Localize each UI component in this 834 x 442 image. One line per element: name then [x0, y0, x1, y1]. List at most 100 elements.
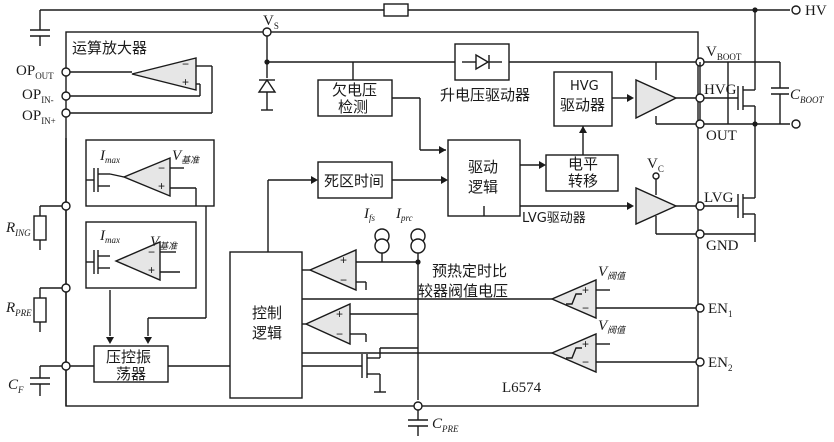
ring-pin: RING — [5, 201, 71, 250]
rpre-pin: RPRE — [5, 283, 71, 332]
boot-capacitor: CBOOT — [728, 61, 825, 124]
low-side-mosfet — [704, 124, 756, 242]
svg-text:欠电压: 欠电压 — [332, 81, 377, 99]
vs-pin — [262, 27, 272, 37]
svg-text:CF: CF — [8, 377, 24, 395]
svg-text:−: − — [340, 273, 347, 287]
svg-text:Iprc: Iprc — [395, 206, 413, 223]
cf-pin: CF — [8, 361, 94, 396]
vco-inputs — [106, 206, 207, 344]
svg-text:逻辑: 逻辑 — [468, 178, 498, 196]
svg-text:OPIN+: OPIN+ — [22, 108, 56, 126]
lvg-driver: VC LVG驱动器 — [483, 156, 696, 234]
svg-text:OUT: OUT — [706, 128, 737, 144]
svg-text:荡器: 荡器 — [116, 365, 146, 383]
svg-text:−: − — [582, 355, 589, 369]
svg-text:VBOOT: VBOOT — [706, 44, 742, 62]
en2-comparator: + − V阀值 — [302, 318, 696, 374]
cpre-pin: CPRE — [408, 401, 459, 436]
svg-text:Imax: Imax — [99, 228, 120, 245]
svg-text:EN1: EN1 — [708, 301, 733, 319]
svg-text:V基准: V基准 — [172, 148, 200, 166]
svg-text:HVG: HVG — [704, 82, 737, 98]
control-logic-block: 控制 逻辑 — [229, 251, 303, 399]
op-amp-title: 运算放大器 — [72, 39, 147, 57]
gnd-pin: GND — [656, 229, 755, 254]
svg-text:+: + — [148, 263, 155, 277]
svg-text:−: − — [148, 245, 155, 259]
svg-text:RING: RING — [5, 220, 31, 238]
svg-text:EN2: EN2 — [708, 355, 733, 373]
svg-text:V阀值: V阀值 — [598, 318, 627, 336]
vs-zener-diode — [257, 78, 277, 93]
svg-text:驱动器: 驱动器 — [560, 96, 605, 114]
rpre-resistor — [33, 297, 47, 323]
svg-text:−: − — [336, 327, 343, 341]
svg-text:V基准: V基准 — [150, 234, 178, 252]
boost-diode-box: 升电压驱动器 — [440, 43, 530, 104]
drive-logic-block: 驱动 逻辑 — [447, 139, 521, 217]
vco-block: 压控振 荡器 — [93, 345, 230, 383]
svg-text:+: + — [336, 307, 343, 321]
svg-text:Imax: Imax — [99, 148, 120, 165]
svg-text:压控振: 压控振 — [106, 348, 151, 366]
svg-text:逻辑: 逻辑 — [252, 324, 282, 342]
op-in-plus-pin: OPIN+ — [22, 108, 71, 126]
out-terminal — [791, 119, 801, 129]
svg-text:检测: 检测 — [338, 98, 368, 116]
preheat-label-line2: 较器阀值电压 — [418, 282, 508, 300]
svg-text:OPOUT: OPOUT — [16, 63, 54, 81]
svg-text:CBOOT: CBOOT — [790, 87, 825, 105]
hv-terminal — [791, 5, 801, 15]
svg-text:电平: 电平 — [568, 155, 598, 173]
svg-text:GND: GND — [706, 238, 739, 254]
hv-label: HV — [805, 3, 827, 19]
vs-label: V — [263, 13, 274, 29]
preheat-label-line1: 预热定时比 — [432, 262, 507, 280]
svg-text:−: − — [182, 57, 189, 71]
dead-time-block: 死区时间 — [267, 161, 448, 252]
svg-text:RPRE: RPRE — [5, 300, 32, 318]
hvg-pin: HVG — [695, 82, 737, 103]
imax-comparator-2: Imax − + V基准 — [85, 221, 197, 289]
svg-text:驱动: 驱动 — [468, 158, 498, 176]
hv-rail: HV — [30, 3, 827, 46]
boost-driver-label: 升电压驱动器 — [440, 86, 530, 104]
svg-text:+: + — [582, 283, 589, 297]
vc-pin — [652, 172, 660, 180]
svg-text:−: − — [582, 301, 589, 315]
svg-text:LVG: LVG — [704, 190, 734, 206]
imax-comparator-1: Imax − + V基准 — [85, 139, 215, 207]
svg-text:+: + — [182, 75, 189, 89]
en2-pin: EN2 — [695, 355, 733, 373]
svg-text:+: + — [158, 179, 165, 193]
ifs-current-source: Ifs — [363, 206, 390, 262]
svg-text:控制: 控制 — [252, 304, 282, 322]
discharge-transistor — [302, 347, 418, 393]
comparator-b: + − — [302, 302, 418, 346]
svg-text:HVG: HVG — [570, 79, 599, 94]
level-shift-block: 电平 转移 — [520, 154, 619, 192]
vboot-pin: VBOOT — [695, 44, 742, 124]
lvg-pin: LVG — [695, 190, 734, 211]
svg-text:CPRE: CPRE — [432, 416, 459, 434]
hv-resistor — [383, 3, 409, 17]
en1-comparator: + − V阀值 — [302, 264, 696, 320]
comparator-a: + − — [302, 248, 367, 292]
svg-text:OPIN-: OPIN- — [22, 87, 54, 105]
svg-text:转移: 转移 — [568, 172, 598, 190]
en1-pin: EN1 — [695, 301, 733, 319]
uvlo-block: 欠电压 检测 — [317, 79, 446, 154]
svg-text:V阀值: V阀值 — [598, 264, 627, 282]
svg-text:+: + — [582, 337, 589, 351]
svg-text:死区时间: 死区时间 — [324, 172, 384, 190]
op-in-minus-pin: OPIN- — [22, 87, 71, 105]
svg-text:−: − — [158, 161, 165, 175]
svg-text:Ifs: Ifs — [363, 206, 376, 223]
lvg-driver-label: LVG驱动器 — [522, 211, 586, 226]
svg-text:VC: VC — [647, 156, 664, 174]
op-amp: − + — [66, 57, 213, 114]
op-out-pin: OPOUT — [16, 63, 71, 81]
chip-name: L6574 — [502, 380, 542, 396]
